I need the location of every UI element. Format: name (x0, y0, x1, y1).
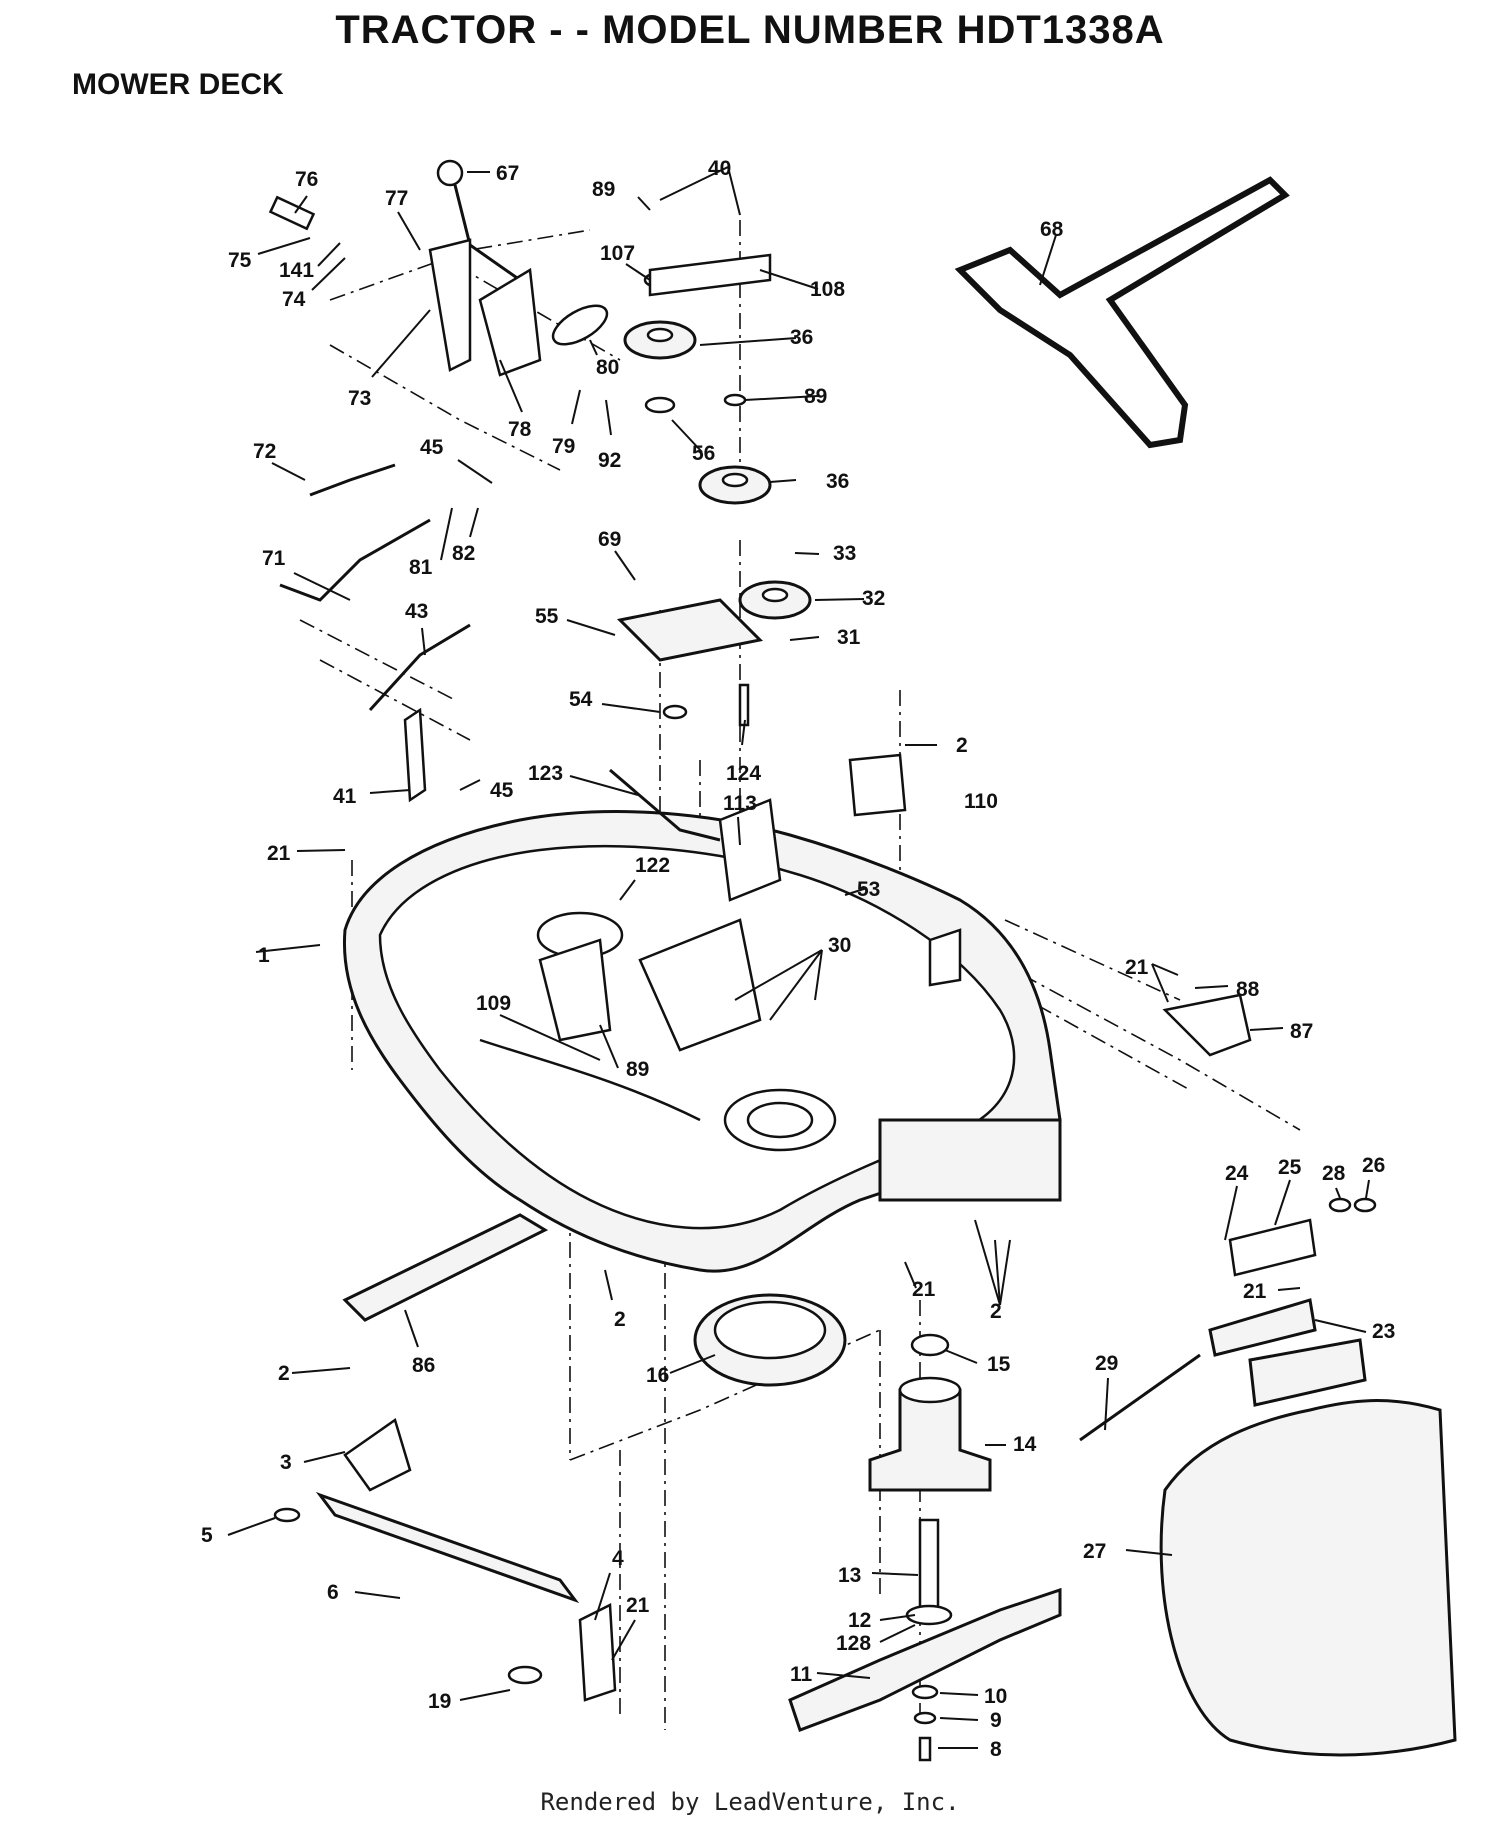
mower-deck (342, 798, 1062, 1273)
callout-72: 72 (253, 440, 276, 463)
callout-68: 68 (1040, 218, 1064, 241)
callout-40: 40 (708, 157, 731, 180)
callout-9: 9 (990, 1709, 1002, 1732)
callout-24: 24 (1225, 1162, 1249, 1185)
callout-33: 33 (833, 542, 856, 565)
callout-12: 12 (848, 1609, 871, 1632)
callout-69: 69 (598, 528, 621, 551)
callout-55: 55 (535, 605, 559, 628)
callout-86: 86 (412, 1354, 435, 1377)
callout-89-lower: 89 (626, 1058, 649, 1081)
callout-1: 1 (258, 944, 270, 967)
callout-36-lower: 36 (826, 470, 849, 493)
callout-123: 123 (528, 762, 563, 785)
callout-26: 26 (1362, 1154, 1385, 1177)
drive-belt (954, 176, 1290, 449)
callout-45-lower: 45 (490, 779, 514, 802)
callout-80: 80 (596, 356, 619, 379)
callout-141: 141 (279, 259, 314, 282)
callout-21-left: 21 (267, 842, 291, 865)
chute-mount (1079, 1197, 1377, 1442)
callout-5: 5 (201, 1524, 213, 1547)
callout-2-deck-front: 2 (614, 1308, 626, 1331)
callout-13: 13 (838, 1564, 861, 1587)
footer-credit: Rendered by LeadVenture, Inc. (540, 1788, 960, 1816)
callout-41: 41 (333, 785, 357, 808)
callout-73: 73 (348, 387, 371, 410)
callout-77: 77 (385, 187, 408, 210)
lift-linkage (268, 159, 1252, 1057)
callout-6: 6 (327, 1581, 339, 1604)
callout-16: 16 (646, 1364, 669, 1387)
callout-36-upper: 36 (790, 326, 813, 349)
callout-82: 82 (452, 542, 475, 565)
callout-21-right: 21 (1125, 956, 1149, 979)
callout-107: 107 (600, 242, 635, 265)
section-title: MOWER DECK (72, 68, 284, 101)
callout-29: 29 (1095, 1352, 1118, 1375)
discharge-chute (1159, 1338, 1457, 1757)
spindle-assembly (693, 1293, 1062, 1762)
callout-23: 23 (1372, 1320, 1395, 1343)
callout-79: 79 (552, 435, 575, 458)
callout-74: 74 (282, 288, 306, 311)
callout-25: 25 (1278, 1156, 1302, 1179)
callout-78: 78 (508, 418, 532, 441)
callout-10: 10 (984, 1685, 1007, 1708)
callout-43: 43 (405, 600, 428, 623)
callout-108: 108 (810, 278, 845, 301)
callout-8: 8 (990, 1738, 1002, 1761)
callout-67: 67 (496, 162, 519, 185)
page-title: TRACTOR - - MODEL NUMBER HDT1338A (335, 8, 1165, 52)
callout-3: 3 (280, 1451, 292, 1474)
callout-30: 30 (828, 934, 851, 957)
callout-113: 113 (723, 792, 757, 815)
callout-122: 122 (635, 854, 670, 877)
callout-leaders (227, 166, 1370, 1749)
callout-109: 109 (476, 992, 511, 1015)
callout-89-top: 89 (592, 178, 615, 201)
callout-76: 76 (295, 168, 318, 191)
callout-110: 110 (964, 790, 998, 813)
callout-81: 81 (409, 556, 433, 579)
callout-53: 53 (857, 878, 880, 901)
callout-15: 15 (987, 1353, 1011, 1376)
callout-21-spring: 21 (1243, 1280, 1267, 1303)
callout-27: 27 (1083, 1540, 1106, 1563)
callout-11: 11 (790, 1663, 813, 1686)
callout-124: 124 (726, 762, 761, 785)
callout-54: 54 (569, 688, 593, 711)
lower-linkage (273, 1213, 617, 1702)
callout-19: 19 (428, 1690, 451, 1713)
callout-75: 75 (228, 249, 252, 272)
callout-21-deck-front: 21 (912, 1278, 936, 1301)
callout-87: 87 (1290, 1020, 1313, 1043)
callout-88: 88 (1236, 978, 1260, 1001)
callout-71: 71 (262, 547, 286, 570)
callout-4: 4 (612, 1547, 624, 1570)
callout-2-upper-right: 2 (956, 734, 968, 757)
pulley-assembly (616, 253, 812, 727)
callout-21-hanger: 21 (626, 1594, 650, 1617)
callout-2-deck-right: 2 (990, 1300, 1002, 1323)
callout-2-lower-left: 2 (278, 1362, 290, 1385)
callout-89-mid: 89 (804, 385, 827, 408)
callout-45-upper: 45 (420, 436, 444, 459)
callout-32: 32 (862, 587, 885, 610)
callout-92: 92 (598, 449, 621, 472)
callout-labels: 76 67 77 75 141 74 73 78 80 79 92 89 40 … (201, 157, 1395, 1761)
callout-128: 128 (836, 1632, 871, 1655)
callout-14: 14 (1013, 1433, 1037, 1456)
callout-56: 56 (692, 442, 715, 465)
callout-31: 31 (837, 626, 861, 649)
callout-28: 28 (1322, 1162, 1346, 1185)
